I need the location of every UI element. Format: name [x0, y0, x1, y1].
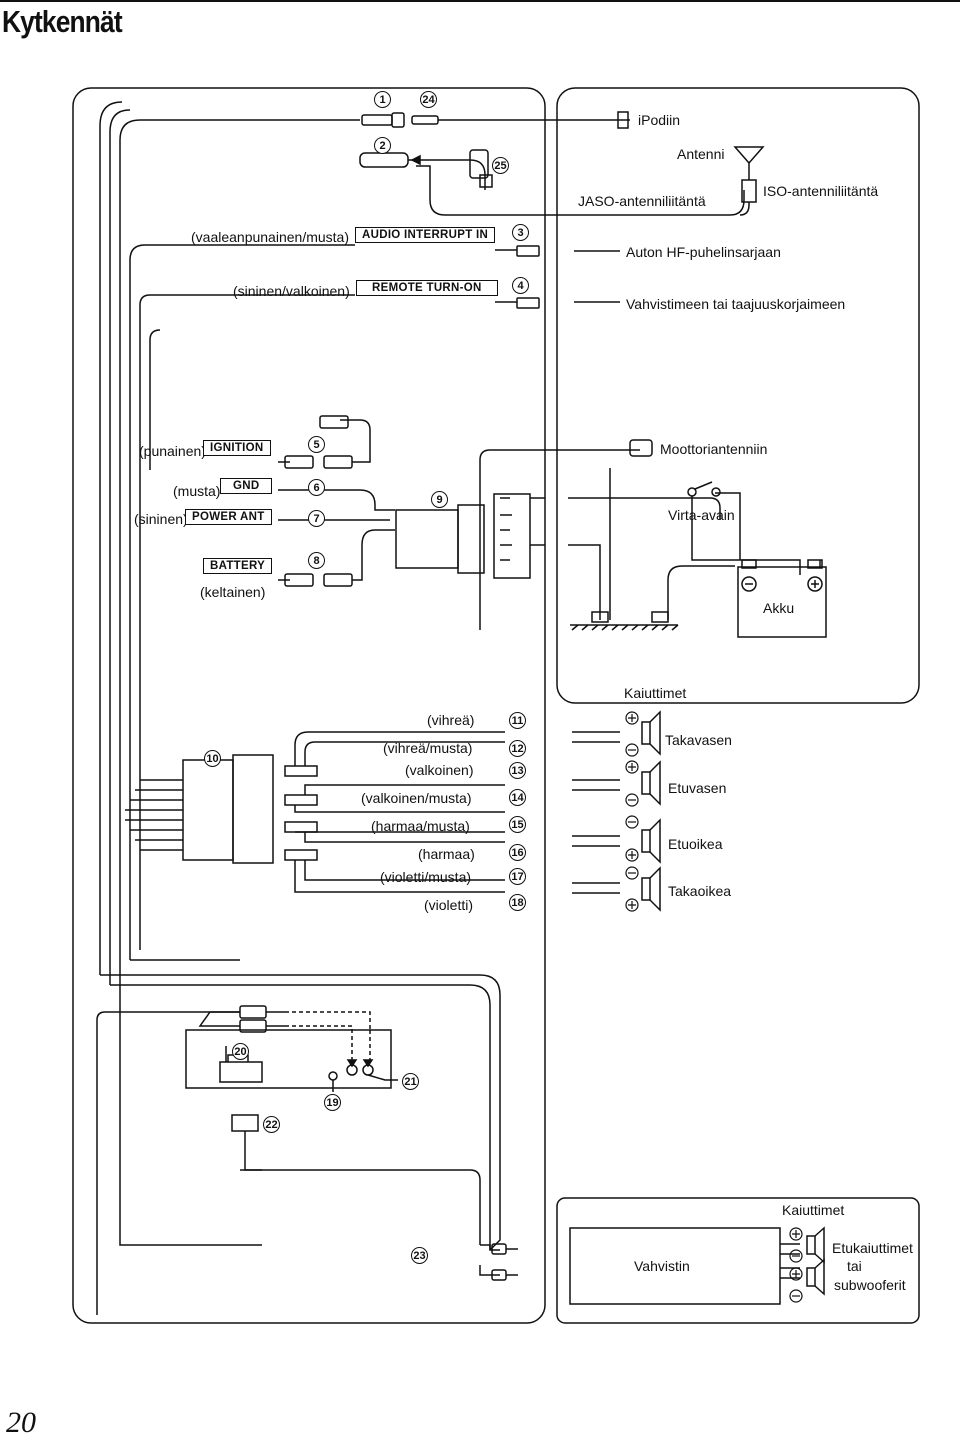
- wire-label-violet: (violetti): [424, 897, 474, 913]
- wire-label-green: (vihreä): [427, 712, 475, 728]
- label-battery: Akku: [763, 600, 795, 616]
- callout-2: 2: [374, 137, 391, 154]
- callout-1: 1: [374, 91, 391, 108]
- terminal-ignition: IGNITION: [203, 440, 271, 456]
- terminal-power-ant: POWER ANT: [185, 509, 272, 525]
- callout-14: 14: [509, 789, 526, 806]
- right-top-panel: [556, 87, 920, 704]
- amp-speaker-label-1: Etukaiuttimet: [832, 1240, 913, 1256]
- callout-5: 5: [308, 436, 325, 453]
- wire-label-remote-turn-on: (sininen/valkoinen): [233, 283, 350, 299]
- callout-10: 10: [204, 750, 221, 767]
- callout-12: 12: [509, 740, 526, 757]
- wire-label-gray-black: (harmaa/musta): [371, 818, 470, 834]
- label-ipod: iPodiin: [638, 112, 681, 128]
- terminal-gnd: GND: [220, 478, 273, 494]
- callout-9: 9: [431, 491, 448, 508]
- wire-label-violet-black: (violetti/musta): [380, 869, 472, 885]
- callout-25: 25: [492, 157, 509, 174]
- callout-4: 4: [512, 277, 529, 294]
- terminal-remote-turn-on: REMOTE TURN-ON: [356, 280, 498, 296]
- callout-8: 8: [308, 552, 325, 569]
- callout-21: 21: [402, 1073, 419, 1090]
- callout-24: 24: [420, 91, 437, 108]
- label-jaso-antenna: JASO-antenniliitäntä: [578, 193, 706, 209]
- speaker-label-front-right: Etuoikea: [668, 836, 723, 852]
- speaker-label-front-left: Etuvasen: [668, 780, 727, 796]
- callout-17: 17: [509, 868, 526, 885]
- speaker-label-rear-right: Takaoikea: [668, 883, 732, 899]
- title-rule: [0, 0, 960, 2]
- label-ignition-key: Virta-avain: [668, 507, 735, 523]
- left-panel: [72, 87, 546, 1324]
- label-motor-antenna: Moottoriantenniin: [660, 441, 768, 457]
- speakers-header: Kaiuttimet: [624, 685, 687, 701]
- wire-label-gray: (harmaa): [418, 846, 475, 862]
- speaker-label-rear-left: Takavasen: [665, 732, 732, 748]
- speaker-rear-right: [641, 866, 661, 912]
- callout-13: 13: [509, 762, 526, 779]
- callout-22: 22: [263, 1116, 280, 1133]
- callout-18: 18: [509, 894, 526, 911]
- callout-23: 23: [411, 1247, 428, 1264]
- wire-label-green-black: (vihreä/musta): [383, 740, 473, 756]
- wire-label-ignition: (punainen): [139, 443, 206, 459]
- amplifier-label: Vahvistin: [634, 1258, 690, 1274]
- callout-3: 3: [512, 224, 529, 241]
- callout-19: 19: [324, 1094, 341, 1111]
- callout-20: 20: [232, 1043, 249, 1060]
- amp-speaker-label-3: subwooferit: [834, 1277, 906, 1293]
- wire-label-power-ant: (sininen): [134, 511, 188, 527]
- right-bottom-panel: [556, 1197, 920, 1324]
- callout-16: 16: [509, 844, 526, 861]
- label-hf-phone: Auton HF-puhelinsarjaan: [626, 244, 781, 260]
- callout-15: 15: [509, 816, 526, 833]
- label-antenna: Antenni: [677, 146, 725, 162]
- wire-label-white-black: (valkoinen/musta): [361, 790, 472, 806]
- wire-label-audio-interrupt: (vaaleanpunainen/musta): [191, 229, 349, 245]
- callout-11: 11: [509, 712, 526, 729]
- page-title: Kytkennät: [2, 4, 123, 39]
- callout-6: 6: [308, 479, 325, 496]
- speaker-rear-left: [641, 710, 661, 756]
- terminal-audio-interrupt: AUDIO INTERRUPT IN: [355, 227, 496, 243]
- speaker-front-left: [641, 760, 661, 806]
- page-number: 20: [6, 1406, 36, 1439]
- wire-label-battery: (keltainen): [200, 584, 266, 600]
- label-iso-antenna: ISO-antenniliitäntä: [763, 183, 879, 199]
- amp-speakers-header: Kaiuttimet: [782, 1202, 845, 1218]
- label-amplifier-eq: Vahvistimeen tai taajuuskorjaimeen: [626, 296, 846, 312]
- speaker-front-right: [641, 818, 661, 864]
- callout-7: 7: [308, 510, 325, 527]
- wire-label-gnd: (musta): [173, 483, 221, 499]
- terminal-battery: BATTERY: [203, 558, 273, 574]
- amp-speaker-label-2: tai: [847, 1258, 862, 1274]
- wire-label-white: (valkoinen): [405, 762, 474, 778]
